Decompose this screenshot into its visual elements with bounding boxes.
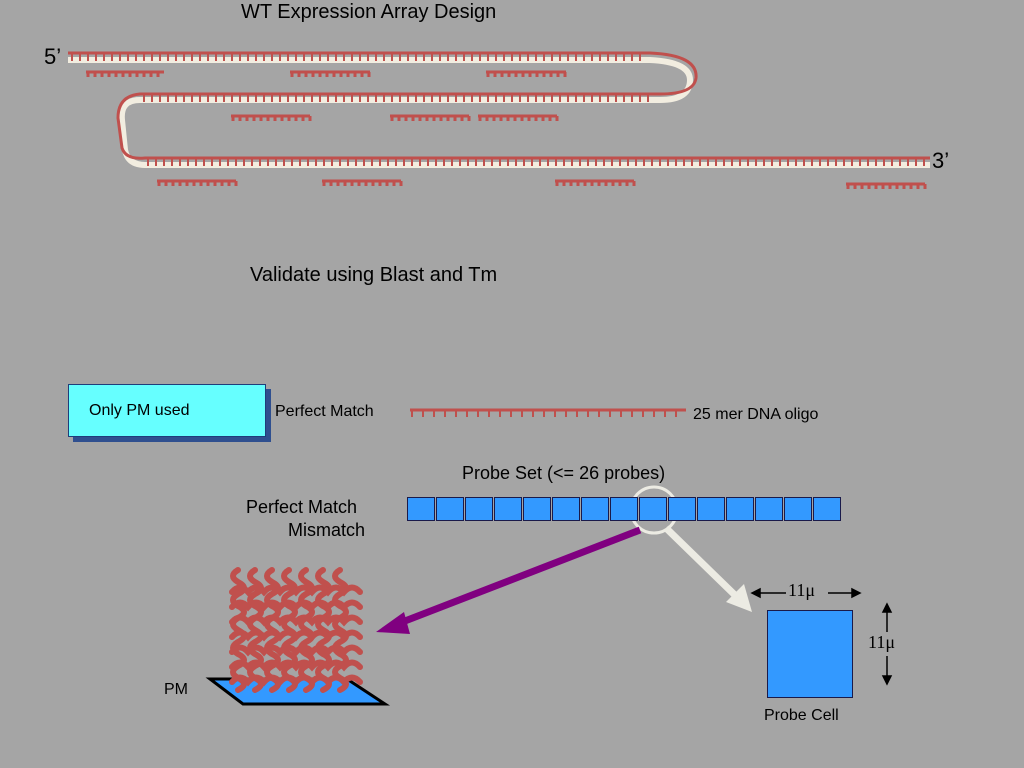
transcript-strand [68, 51, 930, 160]
transcript-backbone [68, 57, 930, 168]
probe-cell [767, 610, 853, 698]
height-dimension [881, 602, 893, 686]
oligo-label: 25 mer DNA oligo [693, 406, 819, 423]
three-prime-label: 3’ [932, 148, 950, 173]
probe-set-cell [610, 497, 638, 521]
cell-width-label: 11μ [788, 580, 815, 600]
probe-set-cell [581, 497, 609, 521]
probe-set-cell [755, 497, 783, 521]
probe-set-cell [726, 497, 754, 521]
aligned-probes [86, 70, 927, 189]
strand-ticks [71, 53, 925, 166]
callout-label: Only PM used [89, 402, 190, 419]
probe-set-cell [552, 497, 580, 521]
width-dimension [750, 587, 862, 599]
probe-set-cell [813, 497, 841, 521]
pm-feature [205, 567, 391, 706]
probe-set-cell [523, 497, 551, 521]
probe-cell-label: Probe Cell [764, 707, 839, 724]
validate-text: Validate using Blast and Tm [250, 264, 498, 286]
probe-set-cell [465, 497, 493, 521]
cell-height-label: 11μ [868, 632, 895, 652]
perfect-match-label: Perfect Match [275, 403, 374, 420]
purple-arrow-head [376, 612, 410, 634]
probe-set-cell [639, 497, 667, 521]
probe-set-cell [668, 497, 696, 521]
oligo-25mer [410, 408, 686, 417]
probe-set-cell [784, 497, 812, 521]
probe-set-row [407, 497, 842, 521]
five-prime-label: 5’ [44, 44, 62, 69]
pm-short-label: PM [164, 681, 188, 698]
pm-row-label: Perfect Match [246, 497, 358, 517]
page-title: WT Expression Array Design [241, 1, 497, 23]
white-arrow-head [726, 584, 752, 612]
probe-set-cell [494, 497, 522, 521]
only-pm-callout: Only PM used [68, 384, 266, 437]
probe-set-cell [697, 497, 725, 521]
mm-row-label: Mismatch [288, 520, 366, 540]
probe-set-cell [407, 497, 435, 521]
probe-set-label: Probe Set (<= 26 probes) [462, 463, 666, 483]
probe-set-cell [436, 497, 464, 521]
